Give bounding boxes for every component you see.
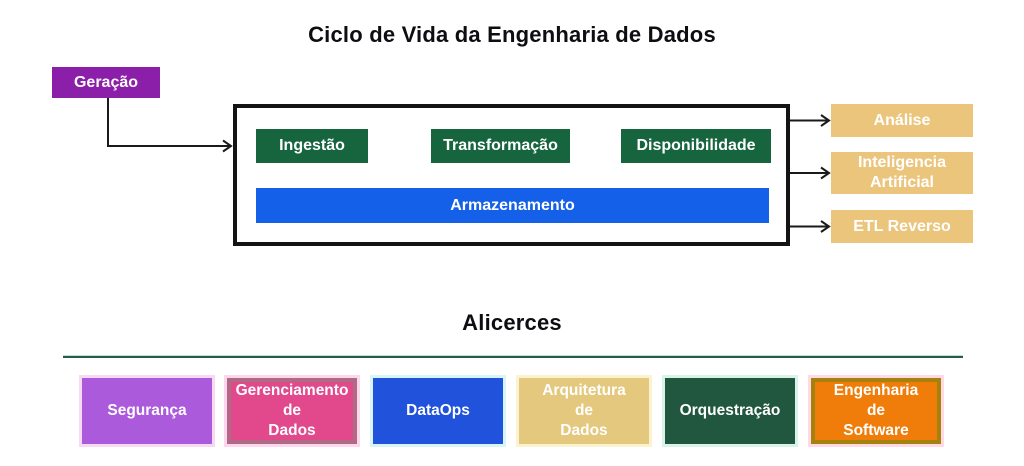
node-inteligencia-artificial: Inteligencia Artificial: [831, 152, 973, 194]
pillar-arquitetura-de-dados: Arquitetura de Dados: [519, 378, 649, 444]
node-armazenamento-label: Armazenamento: [450, 196, 575, 214]
pillar-orquestracao-label: Orquestração: [679, 401, 781, 419]
pillar-orquestracao: Orquestração: [665, 378, 795, 444]
node-analise: Análise: [831, 104, 973, 137]
pillar-seguranca-label: Segurança: [107, 401, 187, 419]
pillar-dataops: DataOps: [373, 378, 503, 444]
alicerces-title: Alicerces: [462, 310, 562, 335]
pillar-engenharia-de-software-label: Engenharia de Software: [833, 381, 919, 440]
node-ingestao-label: Ingestão: [279, 137, 345, 154]
pillar-arquitetura-de-dados-label: Arquitetura de Dados: [542, 381, 626, 440]
pillar-gerenciamento-de-dados: Gerenciamento de Dados: [227, 378, 357, 444]
node-etl-reverso-label: ETL Reverso: [853, 217, 951, 235]
node-geracao: Geração: [52, 67, 160, 98]
arrow-pipeline-to-inteligencia-artificial: [790, 166, 831, 180]
pillar-engenharia-de-software: Engenharia de Software: [811, 378, 941, 444]
pipeline-container: Ingestão Transformação Disponibilidade A…: [233, 104, 790, 246]
arrow-geracao-to-pipeline: [107, 98, 233, 153]
pillar-gerenciamento-de-dados-label: Gerenciamento de Dados: [235, 381, 349, 440]
node-transformacao: Transformação: [431, 129, 570, 163]
pillar-dataops-label: DataOps: [406, 401, 470, 419]
node-inteligencia-artificial-label: Inteligencia Artificial: [857, 154, 947, 191]
pillar-seguranca: Segurança: [82, 378, 212, 444]
node-geracao-label: Geração: [73, 73, 139, 91]
node-disponibilidade: Disponibilidade: [621, 129, 771, 163]
page-title: Ciclo de Vida da Engenharia de Dados: [308, 22, 716, 47]
node-disponibilidade-label: Disponibilidade: [636, 137, 756, 154]
node-etl-reverso: ETL Reverso: [831, 210, 973, 243]
node-analise-label: Análise: [873, 111, 931, 129]
arrow-pipeline-to-analise: [790, 114, 831, 127]
alicerces-divider: [63, 355, 963, 358]
arrow-pipeline-to-etl-reverso: [790, 220, 831, 233]
node-armazenamento: Armazenamento: [256, 188, 769, 223]
node-transformacao-label: Transformação: [443, 137, 558, 154]
node-ingestao: Ingestão: [256, 129, 368, 163]
